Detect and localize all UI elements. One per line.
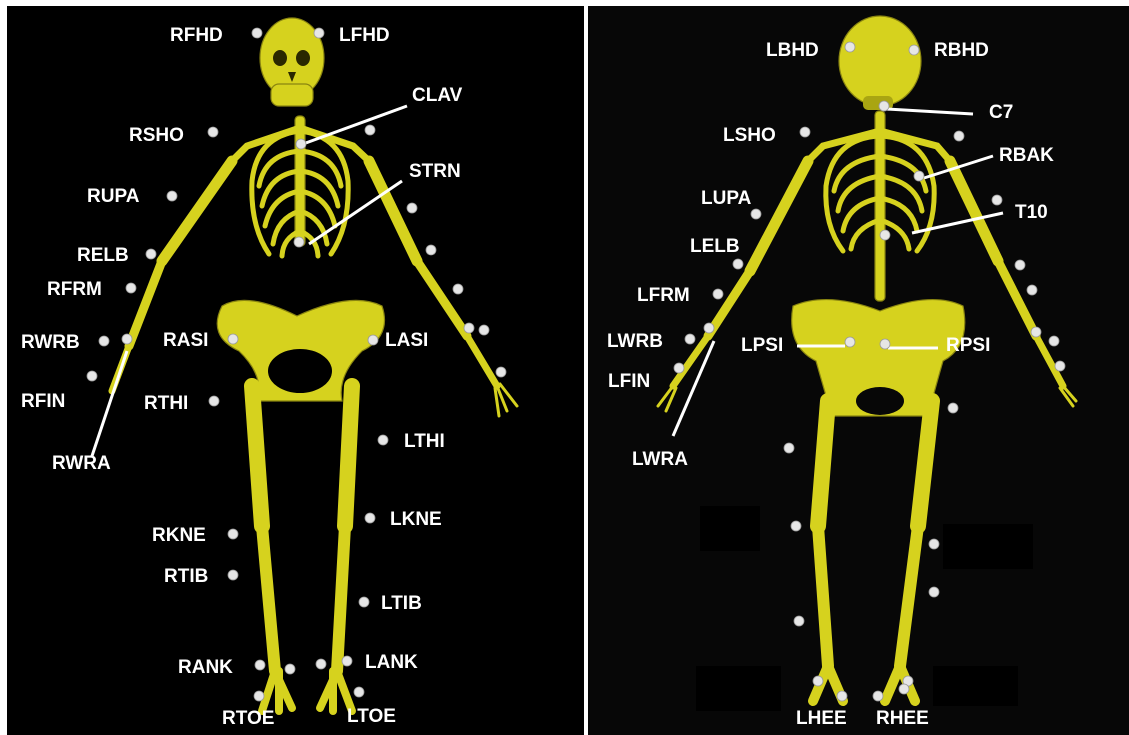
label-lank: LANK <box>365 653 418 673</box>
label-lthi: LTHI <box>404 432 445 452</box>
label-rfrm: RFRM <box>47 280 102 300</box>
cover-block <box>700 506 760 551</box>
cover-block <box>943 524 1033 569</box>
label-lsho: LSHO <box>723 126 776 146</box>
t10-leader <box>912 213 1003 233</box>
label-rasi: RASI <box>163 331 208 351</box>
label-rsho: RSHO <box>129 126 184 146</box>
back-skeleton-illustration <box>588 6 1129 735</box>
front-skeleton-illustration <box>7 6 584 735</box>
label-rupa: RUPA <box>87 187 139 207</box>
label-clav: CLAV <box>412 86 462 106</box>
label-lpsi: LPSI <box>741 336 783 356</box>
label-lwra: LWRA <box>632 450 688 470</box>
label-lupa: LUPA <box>701 189 751 209</box>
label-rtib: RTIB <box>164 567 208 587</box>
back-view-panel: LBHD RBHD C7 LSHO RBAK LUPA T10 LELB LFR… <box>588 6 1129 735</box>
label-rkne: RKNE <box>152 526 206 546</box>
label-rwra: RWRA <box>52 454 111 474</box>
front-legs <box>252 386 352 711</box>
label-lhee: LHEE <box>796 709 847 729</box>
label-lwrb: LWRB <box>607 332 663 352</box>
label-lfin: LFIN <box>608 372 650 392</box>
label-ltib: LTIB <box>381 594 422 614</box>
c7-leader <box>886 109 973 114</box>
back-legs <box>813 401 932 701</box>
label-rthi: RTHI <box>144 394 188 414</box>
label-lasi: LASI <box>385 331 428 351</box>
front-view-panel: RFHD LFHD CLAV RSHO STRN RUPA RELB RFRM … <box>7 6 584 735</box>
label-strn: STRN <box>409 162 461 182</box>
label-c7: C7 <box>989 103 1013 123</box>
label-rank: RANK <box>178 658 233 678</box>
label-rbak: RBAK <box>999 146 1054 166</box>
label-t10: T10 <box>1015 203 1048 223</box>
label-rfin: RFIN <box>21 392 65 412</box>
label-rbhd: RBHD <box>934 41 989 61</box>
cover-block <box>933 666 1018 706</box>
label-rwrb: RWRB <box>21 333 80 353</box>
label-relb: RELB <box>77 246 129 266</box>
back-skull <box>839 16 921 106</box>
label-rpsi: RPSI <box>946 336 990 356</box>
label-lfrm: LFRM <box>637 286 690 306</box>
clav-leader <box>303 106 407 144</box>
label-lkne: LKNE <box>390 510 442 530</box>
label-lfhd: LFHD <box>339 26 390 46</box>
label-rtoe: RTOE <box>222 709 274 729</box>
cover-block <box>696 666 781 711</box>
rwra-leader <box>92 351 127 456</box>
label-rhee: RHEE <box>876 709 929 729</box>
label-lbhd: LBHD <box>766 41 819 61</box>
label-ltoe: LTOE <box>347 707 396 727</box>
label-lelb: LELB <box>690 237 740 257</box>
label-rfhd: RFHD <box>170 26 223 46</box>
